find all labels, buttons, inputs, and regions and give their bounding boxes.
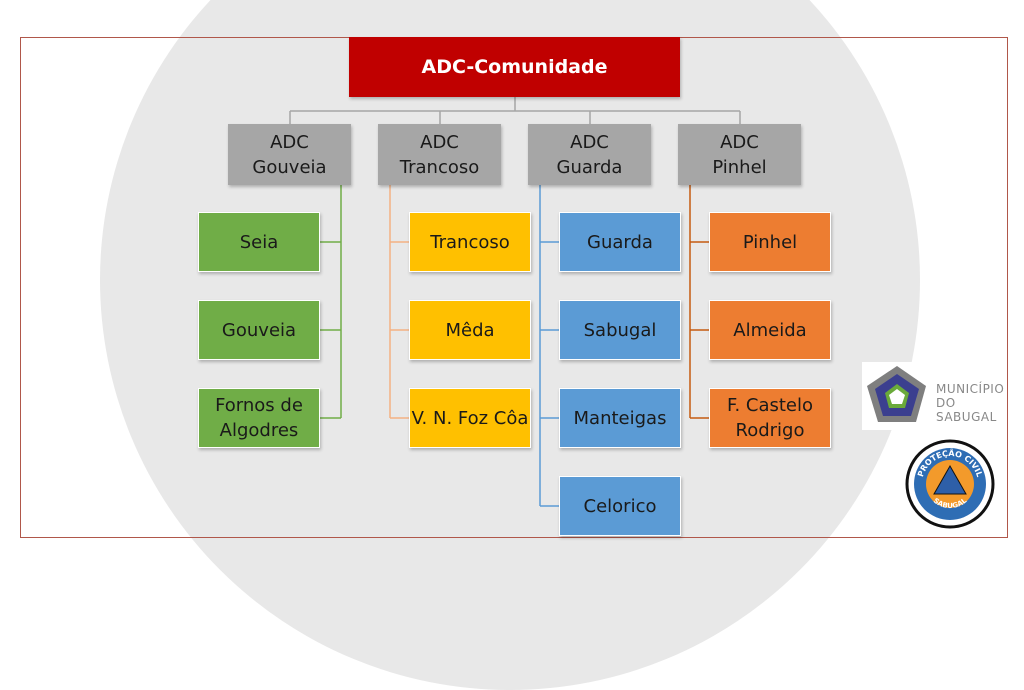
- group-node: ADC Gouveia: [228, 124, 351, 185]
- leaf-node: Almeida: [709, 300, 831, 360]
- leaf-node: Gouveia: [198, 300, 320, 360]
- group-node: ADC Pinhel: [678, 124, 801, 185]
- leaf-node: V. N. Foz Côa: [409, 388, 531, 448]
- leaf-node: Pinhel: [709, 212, 831, 272]
- root-node: ADC-Comunidade: [349, 37, 680, 97]
- svg-text:SABUGAL: SABUGAL: [932, 496, 969, 510]
- leaf-node: Fornos de Algodres: [198, 388, 320, 448]
- pentagon-emblem-icon: [867, 366, 926, 422]
- leaf-node: Mêda: [409, 300, 531, 360]
- leaf-node: Manteigas: [559, 388, 681, 448]
- connector-lines: [289, 97, 741, 507]
- group-node: ADC Trancoso: [378, 124, 501, 185]
- leaf-node: Sabugal: [559, 300, 681, 360]
- municipio-sabugal-logo: MUNICÍPIO DO SABUGAL: [862, 362, 1004, 430]
- sabugal-text: SABUGAL: [932, 496, 969, 510]
- leaf-node: F. Castelo Rodrigo: [709, 388, 831, 448]
- leaf-node: Guarda: [559, 212, 681, 272]
- leaf-node: Celorico: [559, 476, 681, 536]
- protecao-civil-logo: PROTEÇÃO CIVIL SABUGAL: [904, 438, 996, 530]
- leaf-node: Seia: [198, 212, 320, 272]
- group-node: ADC Guarda: [528, 124, 651, 185]
- municipio-text: MUNICÍPIO DO SABUGAL: [936, 382, 1005, 424]
- leaf-node: Trancoso: [409, 212, 531, 272]
